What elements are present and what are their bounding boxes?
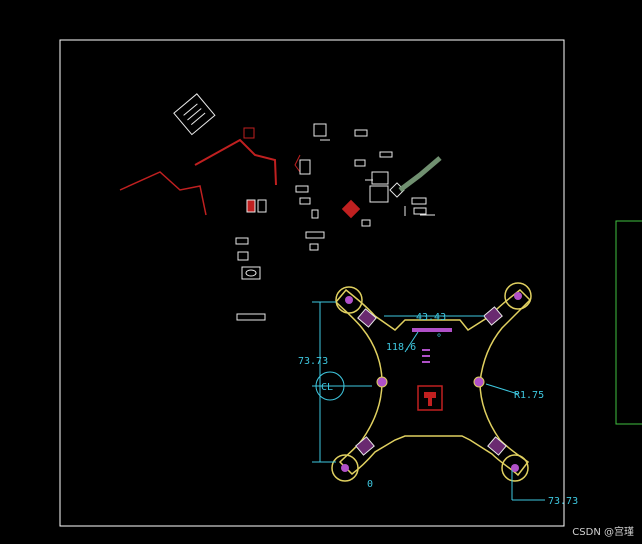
dimension-lines <box>312 301 545 501</box>
zero-dimension: 0 <box>367 479 373 490</box>
watermark: CSDN @宫瑾 <box>572 527 634 538</box>
board-frame <box>59 39 565 527</box>
width-dimension: 43.43 <box>416 312 446 323</box>
corner-dimension: 73.73 <box>548 496 578 507</box>
angle-dimension: 118.6 <box>386 342 416 353</box>
radius-dimension: R1.75 <box>514 390 544 401</box>
angle-degree: ° <box>436 333 442 344</box>
height-dimension: 73.73 <box>298 356 328 367</box>
drone-frame <box>331 282 532 482</box>
center-line-label: CL <box>321 382 333 393</box>
adjacent-frame <box>615 220 642 425</box>
component-cluster <box>119 93 442 321</box>
